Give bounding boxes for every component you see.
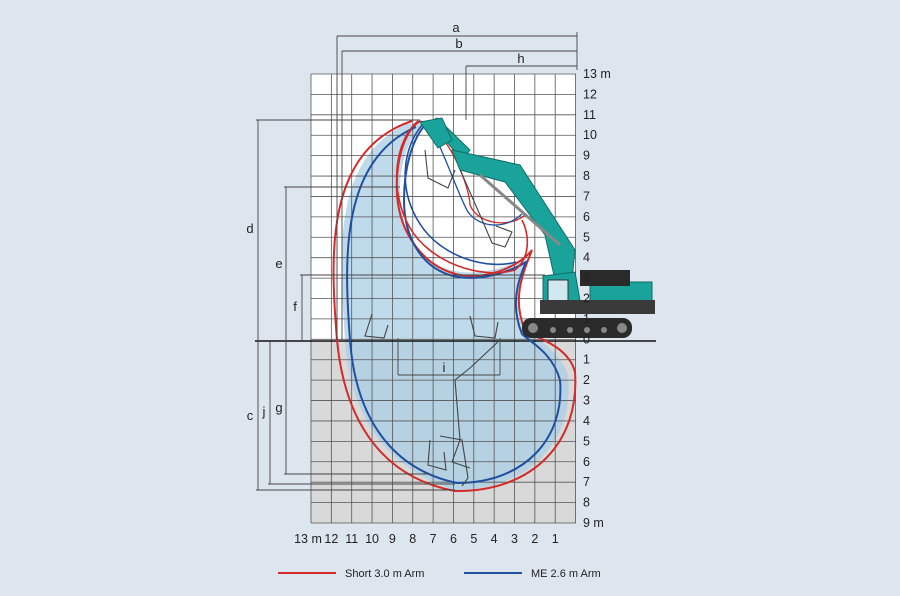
excavator — [419, 117, 655, 338]
dim-label-j: j — [262, 404, 266, 419]
reach-tick-label: 5 — [470, 532, 477, 546]
excavator-body — [540, 300, 655, 314]
height-tick-label: 7 — [583, 189, 590, 203]
reach-tick-label: 7 — [430, 532, 437, 546]
excavator-engine-cover — [580, 270, 630, 286]
dim-label-h: h — [517, 51, 524, 66]
track-rollers — [528, 323, 627, 333]
height-tick-label: 9 — [583, 149, 590, 163]
working-envelope — [341, 122, 569, 490]
excavator-track — [522, 318, 632, 338]
dim-label-c: c — [247, 408, 254, 423]
dim-label-d: d — [246, 221, 253, 236]
dimension-lines — [256, 32, 578, 491]
height-tick-label: 4 — [583, 414, 590, 428]
height-tick-label: 2 — [583, 292, 590, 306]
height-tick-label: 6 — [583, 210, 590, 224]
reach-tick-label: 4 — [491, 532, 498, 546]
reach-tick-label: 1 — [552, 532, 559, 546]
legend-short-arm-label: Short 3.0 m Arm — [345, 568, 424, 580]
height-tick-label: 1 — [583, 312, 590, 326]
reach-tick-label: 11 — [345, 532, 358, 546]
reach-tick-label: 12 — [324, 532, 338, 546]
dim-label-i: i — [443, 360, 446, 375]
dim-label-e: e — [275, 256, 282, 271]
cab-window — [547, 279, 569, 303]
me-arm-envelope-curve — [346, 124, 562, 485]
legend-me-arm-label: ME 2.6 m Arm — [531, 568, 601, 580]
height-tick-label: 7 — [583, 475, 590, 489]
height-tick-label: 2 — [583, 373, 590, 387]
height-tick-label: 9 m — [583, 516, 604, 530]
height-tick-label: 5 — [583, 230, 590, 244]
excavator-bucket — [419, 117, 453, 149]
height-tick-label: 1 — [583, 353, 590, 367]
reach-tick-label: 10 — [365, 532, 379, 546]
dim-label-b: b — [455, 36, 462, 51]
legend: Short 3.0 m Arm ME 2.6 m Arm — [278, 568, 601, 580]
height-tick-label: 4 — [583, 251, 590, 265]
boom-cylinder — [479, 173, 561, 247]
height-tick-label: 5 — [583, 434, 590, 448]
reach-tick-label: 13 m — [294, 532, 322, 546]
height-tick-label: 6 — [583, 455, 590, 469]
reach-tick-label: 3 — [511, 532, 518, 546]
dimension-letters: a b h d e f c j g i — [246, 20, 524, 423]
dim-label-g: g — [275, 400, 282, 415]
height-tick-label: 0 — [583, 332, 590, 346]
height-tick-label: 8 — [583, 496, 590, 510]
height-tick-label: 3 — [583, 271, 590, 285]
height-tick-label: 13 m — [583, 67, 611, 81]
short-arm-inner-curve — [395, 120, 529, 274]
reach-tick-label: 8 — [409, 532, 416, 546]
me-arm-inner-curve — [404, 124, 517, 266]
height-tick-label: 10 — [583, 128, 597, 142]
height-tick-label: 8 — [583, 169, 590, 183]
height-tick-label: 12 — [583, 87, 597, 101]
height-tick-label: 3 — [583, 394, 590, 408]
height-tick-label: 11 — [583, 108, 596, 122]
dim-label-f: f — [293, 299, 297, 314]
dim-label-a: a — [452, 20, 460, 35]
reach-tick-label: 6 — [450, 532, 457, 546]
reach-tick-label: 9 — [389, 532, 396, 546]
arm-poses — [364, 149, 513, 487]
reach-tick-label: 2 — [531, 532, 538, 546]
